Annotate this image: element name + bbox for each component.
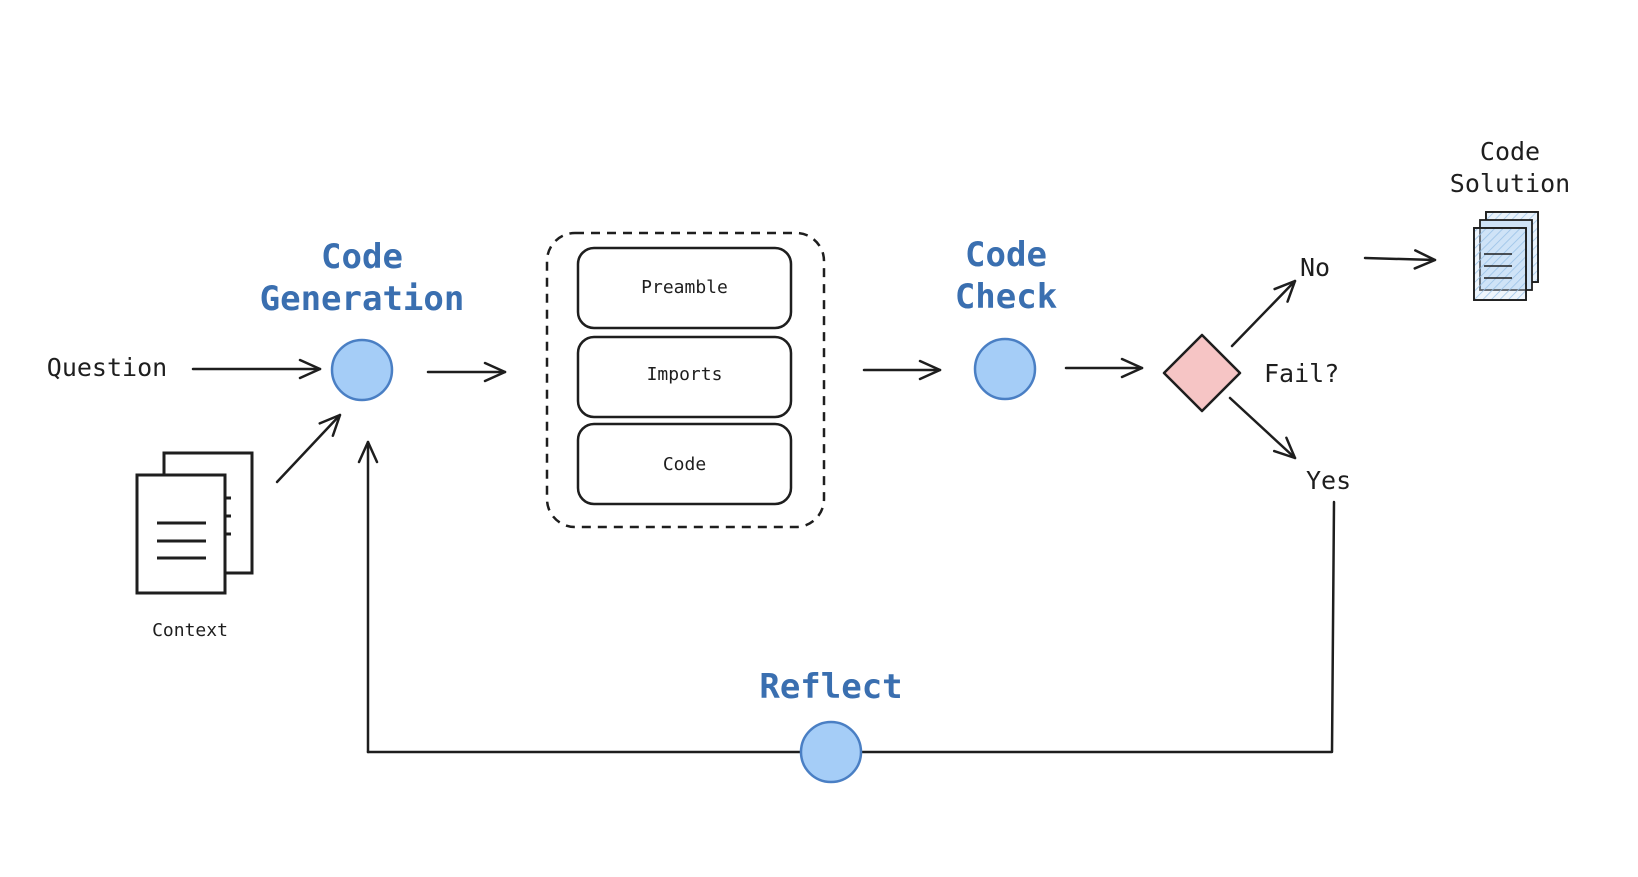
code-box [576, 422, 793, 506]
fail-decision-diamond [1162, 333, 1242, 413]
code-generation-node [330, 338, 394, 402]
code-solution-documents-icon [1473, 211, 1539, 301]
decision-to-yes-arrow [1228, 396, 1297, 460]
fail-decision-label: Fail? [1264, 359, 1340, 388]
no-to-solution-arrow [1363, 249, 1437, 270]
imports-box [576, 335, 793, 419]
code-solution-label: Code Solution [1449, 137, 1571, 198]
code-check-node [973, 337, 1037, 401]
document-stack-icon [135, 451, 254, 595]
question-label: Question [46, 353, 168, 382]
context-to-generation-arrow [275, 413, 342, 484]
no-branch-label: No [1300, 253, 1331, 282]
output-container [545, 231, 826, 529]
reflect-loop-line [366, 500, 1336, 754]
decision-to-no-arrow [1230, 279, 1297, 348]
reflect-title: Reflect [759, 667, 903, 707]
yes-branch-label: Yes [1306, 466, 1352, 495]
code-label: Code [662, 454, 707, 475]
preamble-label: Preamble [641, 277, 728, 298]
code-check-title: Code Check [954, 235, 1058, 317]
context-label: Context [152, 620, 228, 641]
code-generation-title: Code Generation [259, 237, 465, 319]
preamble-box [576, 246, 793, 330]
reflect-node [799, 720, 863, 784]
imports-label: Imports [646, 364, 723, 385]
